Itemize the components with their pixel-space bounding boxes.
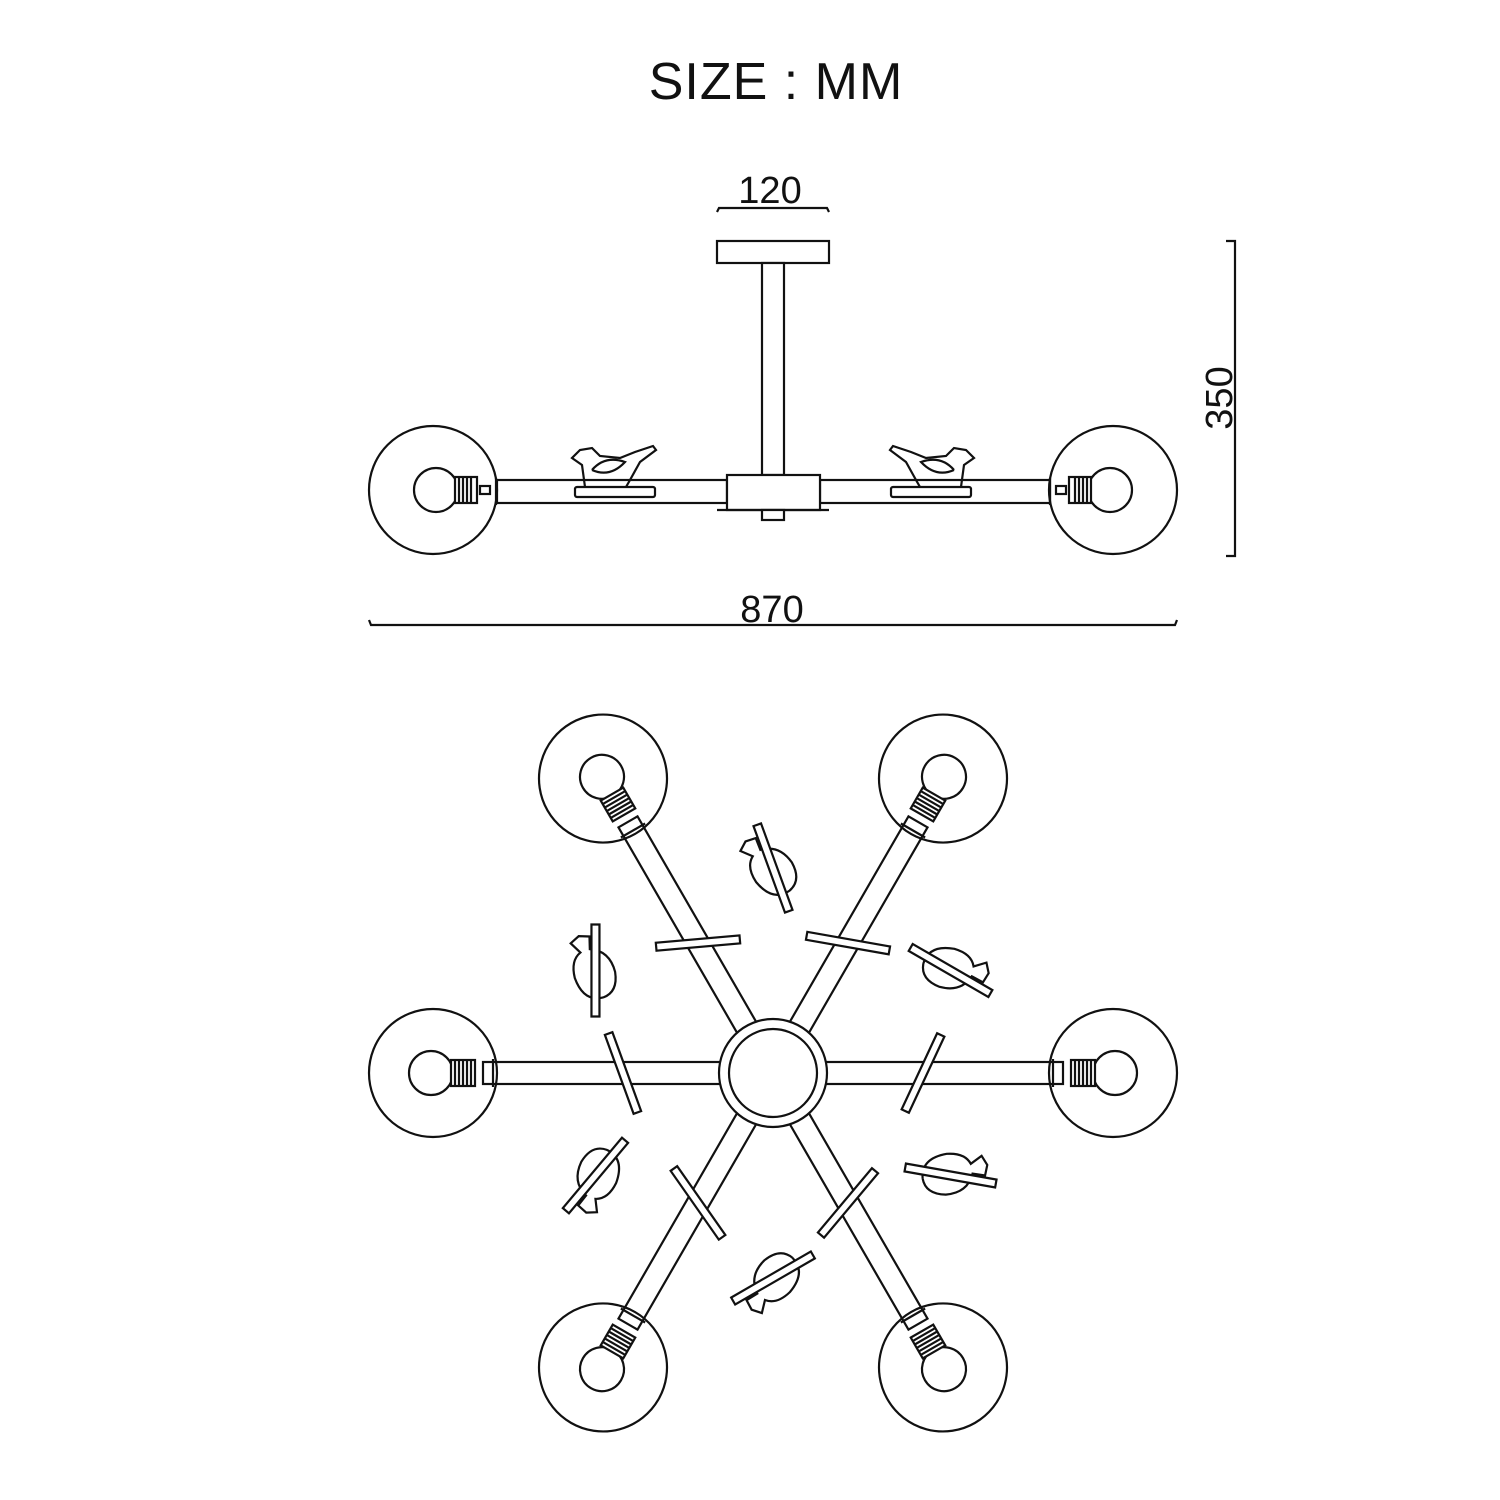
- arm-3: [537, 1109, 760, 1433]
- bird-3: [561, 1136, 630, 1215]
- dimension-line-canopy: [716, 206, 830, 213]
- rod: [760, 261, 786, 477]
- globe-right: [1047, 424, 1179, 556]
- bird-5: [738, 821, 798, 915]
- globe: [537, 1302, 669, 1433]
- center-hub: [727, 1027, 819, 1119]
- dimension-canopy-width: 120: [738, 170, 801, 212]
- bird-4: [569, 923, 617, 1018]
- bottom-finial: [760, 508, 786, 522]
- dimension-line-width: [367, 619, 1179, 627]
- bird-1: [903, 1152, 998, 1196]
- bulb: [1091, 1049, 1139, 1097]
- dimension-line-height: [1226, 239, 1237, 558]
- globe: [537, 713, 669, 844]
- stick: [816, 1166, 880, 1240]
- arm-1: [821, 1007, 1179, 1139]
- bird-6: [907, 942, 994, 999]
- ceiling-canopy: [715, 239, 831, 265]
- arm-6: [786, 713, 1009, 1037]
- globe-left: [367, 424, 499, 556]
- dimension-height: 350: [1199, 366, 1241, 429]
- page-title: SIZE : MM: [648, 53, 904, 111]
- side-view: 120: [367, 170, 1241, 631]
- globe: [1047, 1007, 1179, 1139]
- bulb: [407, 1049, 455, 1097]
- bird-left: [570, 444, 658, 499]
- arm-5: [537, 713, 760, 1037]
- bird-right: [888, 444, 976, 499]
- arm-4: [367, 1007, 725, 1139]
- bottom-view: [367, 713, 1179, 1433]
- center-body: [725, 473, 822, 512]
- globe: [877, 1302, 1009, 1433]
- arm-2: [786, 1109, 1009, 1433]
- bird-2: [729, 1250, 817, 1315]
- globe: [367, 1007, 499, 1139]
- stick: [603, 1030, 643, 1116]
- stick: [669, 1164, 727, 1242]
- globe: [877, 713, 1009, 844]
- stick: [900, 1031, 946, 1115]
- stick: [804, 930, 892, 956]
- stick: [654, 934, 742, 952]
